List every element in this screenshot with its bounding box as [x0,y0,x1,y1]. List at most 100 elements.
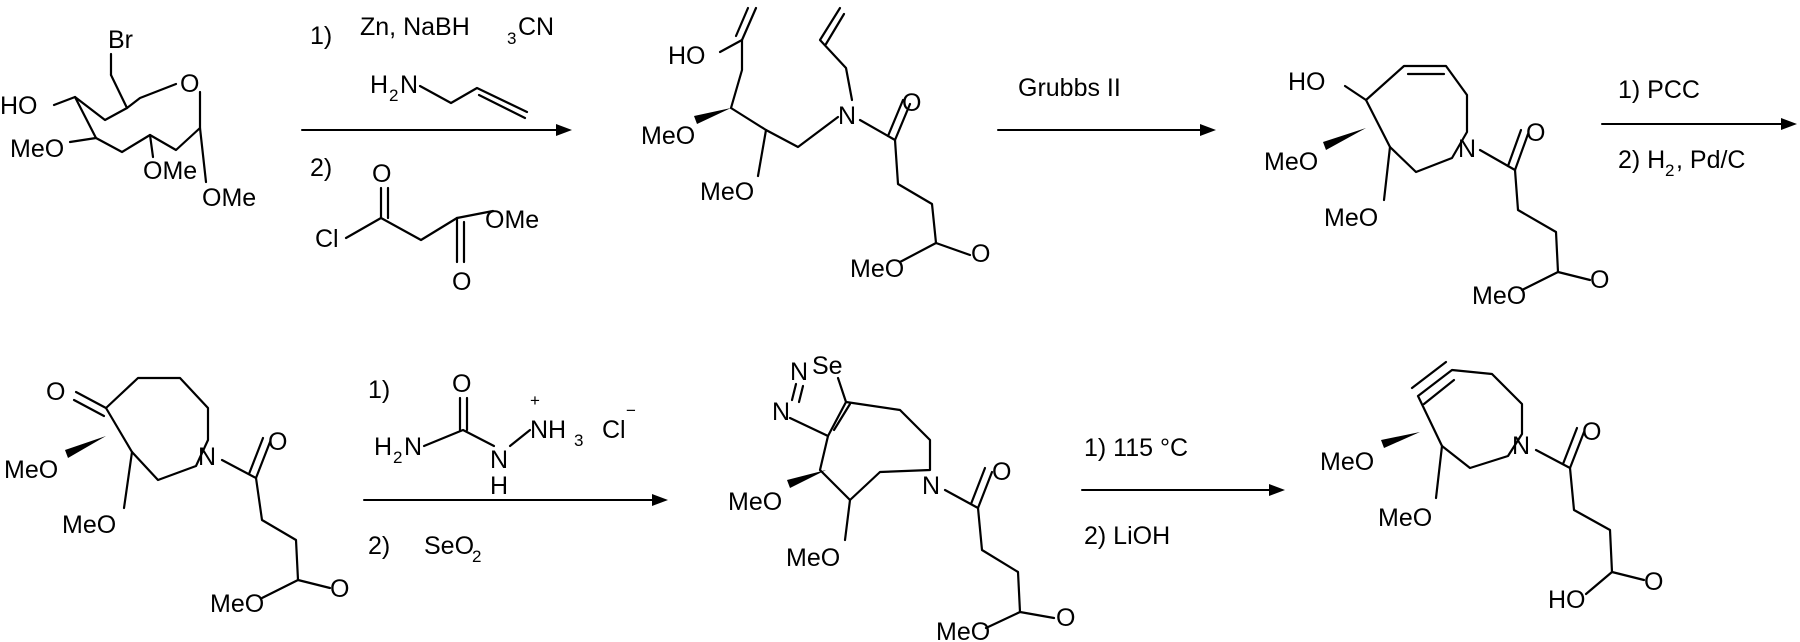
intermediate-selenadiazole: N Se N MeO MeO N O MeO O [728,352,1075,642]
product-meo-wedge [1381,432,1420,448]
int4-amide-co [976,470,994,510]
int4-ester-meo: MeO [936,618,990,642]
step5-lioh: 2) LiOH [1084,522,1170,550]
product-amide-co [1568,430,1586,470]
semicarbazide-nh-h: H [490,472,508,500]
product-ring [1416,368,1524,470]
acid-chloride-chain [344,216,459,242]
step4-number-2: 2) [368,532,390,560]
int1-n-allyl [818,6,854,102]
int3-succinate [220,458,300,582]
int2-amide-co-double [1506,128,1523,168]
sm-ome-anomeric: OMe [202,184,256,212]
product-succinate [1534,448,1614,574]
int1-amide-n: N [838,102,856,130]
step2-grubbs: Grubbs II [1018,74,1121,102]
ester-o-bond [455,209,495,220]
step5-heat: 1) 115 °C [1084,434,1188,462]
int3-ester-meo: MeO [210,590,264,618]
sm-ring-oxygen: O [180,70,199,98]
step1-zn-nabh: Zn, NaBH [360,13,470,41]
product-meo-upper: MeO [1320,448,1374,476]
step4-number-1: 1) [368,376,390,404]
sm-c6-bond [109,73,129,110]
product-acid-co [1610,570,1646,582]
int1-meo-lower: MeO [700,178,754,206]
ester-ome: OMe [485,206,539,234]
int4-ring [818,400,932,502]
int3-meo-lower: MeO [62,511,116,539]
int3-ketone-co [74,390,108,410]
int4-meo-lower-bond [843,498,852,542]
int2-amide-co [1513,132,1530,172]
step1-cn: CN [518,13,554,41]
step3-h2-subscript: 2 [1665,161,1674,180]
int2-hydroxyl: HO [1288,68,1326,96]
semicarbazide-nh3-subscript: 3 [574,431,583,450]
starting-material: Br O HO MeO OMe OMe [0,26,256,212]
sm-meo-3: MeO [10,135,64,163]
int3-meo-lower-bond [122,450,134,510]
intermediate-azocene: HO MeO MeO N O MeO O [1264,64,1609,310]
chloride-minus: − [626,401,636,420]
arrow-step-3 [1601,118,1797,130]
step3-pcc: 1) PCC [1618,76,1700,104]
step4-seo: SeO [424,532,474,560]
int3-ketone-o: O [46,378,65,406]
int3-meo-upper: MeO [4,456,58,484]
int1-succinate [858,118,938,245]
product-alkyne-3 [1410,360,1448,390]
step-4-reagents: 1) O H 2 N N H NH 3 + Cl − 2) SeO 2 [368,370,636,566]
int4-ester-co [1018,610,1056,620]
int4-selenium: Se [812,352,843,380]
int4-ester-o: O [1056,604,1075,632]
int1-amide-co [893,102,912,142]
int4-meo-upper: MeO [728,488,782,516]
product-meo-lower: MeO [1378,504,1432,532]
step3-h2: 2) H [1618,146,1665,174]
int2-meo-lower-bond [1382,145,1392,202]
int2-ester-o: O [1590,266,1609,294]
int1-ester-meo: MeO [850,255,904,283]
reaction-arrows [301,118,1797,506]
arrow-step-5 [1081,484,1285,496]
semicarbazide-nh: N [490,446,508,474]
arrow-step-1 [301,124,572,136]
step1-number-1: 1) [310,22,332,50]
int2-ring-n: N [1458,135,1476,163]
allylamine-double-bond [477,93,527,120]
int3-ester-o: O [330,575,349,603]
semicarbazide-h: H [374,433,392,461]
sm-ring-bonds [52,82,178,122]
int1-oh-bond [718,38,744,54]
int1-backbone [729,6,840,149]
int3-amide-co [254,440,272,480]
int4-nn-bond [790,382,798,402]
semicarbazide-nh3: NH [530,416,566,444]
arrow-step-2 [997,124,1216,136]
sm-hydroxyl: HO [0,92,38,120]
step1-number-2: 2) [310,154,332,182]
int3-ester-o-bond [260,578,300,600]
allylamine-chain [418,84,529,114]
product-amide-co-double [1561,426,1579,466]
int2-meo-wedge [1323,128,1366,150]
int4-succinate [943,488,1022,614]
step3-pdc: , Pd/C [1676,146,1745,174]
int2-succinate [1478,148,1560,274]
chloride-anion: Cl [602,416,626,444]
semicarbazide-plus: + [530,391,540,410]
step1-nabh-subscript: 3 [507,29,516,48]
int4-amide-co-double [969,466,987,506]
intermediate-diene-amide: HO MeO MeO N O MeO O [641,6,990,283]
int4-amide-o: O [992,458,1011,486]
int4-meo-lower: MeO [786,544,840,572]
int4-n-lower: N [772,398,790,426]
product-alkyne-2 [1422,378,1456,406]
int1-meo-upper: MeO [641,122,695,150]
int4-nn-double [797,384,805,404]
product-hydroxyl: HO [1548,586,1586,614]
int3-meo-wedge [65,436,106,458]
int2-meo-upper: MeO [1264,148,1318,176]
int2-ester-co [1556,270,1592,282]
